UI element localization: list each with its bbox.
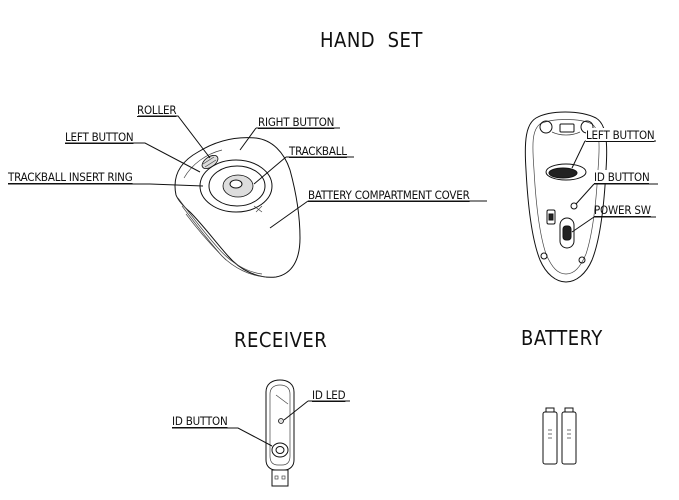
- hand-set-title: HAND SET: [320, 28, 423, 52]
- trackball-shape: [199, 159, 273, 213]
- label-battery-compartment-cover: BATTERY COMPARTMENT COVER: [308, 188, 470, 202]
- label-trackball: TRACKBALL: [289, 144, 347, 158]
- label-id-led: ID LED: [312, 388, 346, 402]
- label-roller: ROLLER: [137, 103, 177, 117]
- receiver-drawing: [172, 379, 350, 487]
- battery-title: BATTERY: [521, 326, 603, 350]
- receiver-title: RECEIVER: [234, 328, 328, 352]
- label-back-left-button: LEFT BUTTON: [586, 128, 655, 142]
- label-right-button: RIGHT BUTTON: [258, 115, 335, 129]
- label-left-button: LEFT BUTTON: [65, 130, 134, 144]
- handset-side-view: [8, 115, 487, 278]
- label-back-power-sw: POWER SW: [594, 203, 651, 217]
- battery-drawing: [542, 407, 577, 465]
- label-trackball-insert-ring: TRACKBALL INSERT RING: [8, 170, 133, 184]
- roller-shape: [201, 155, 219, 169]
- label-receiver-id-button: ID BUTTON: [172, 414, 228, 428]
- label-back-id-button: ID BUTTON: [594, 170, 650, 184]
